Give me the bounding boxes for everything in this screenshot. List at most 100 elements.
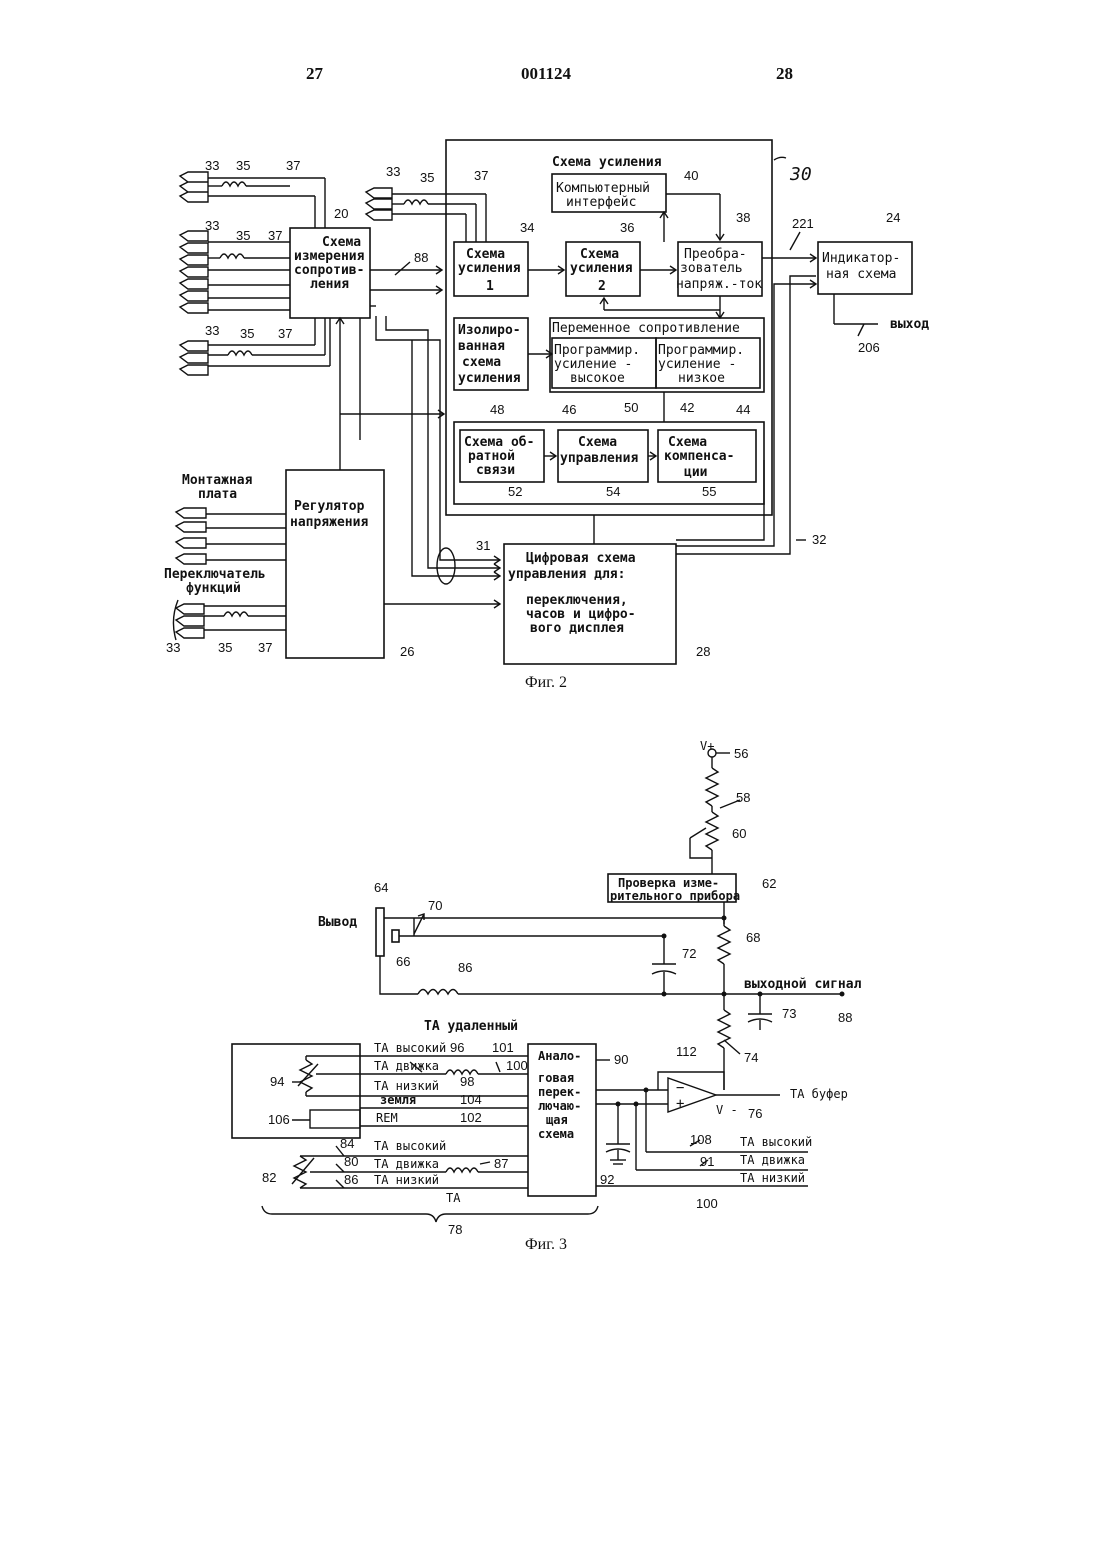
line-ta-low-out: ТА низкий (740, 1171, 805, 1185)
line-rem: REM (376, 1111, 398, 1125)
feedback-line-2: ратной (468, 449, 515, 464)
resistance-measure-line-2: измерения (294, 249, 365, 264)
ref-72: 72 (682, 946, 696, 961)
ref-78: 78 (448, 1222, 462, 1237)
analog-switch-line-5: щая (546, 1113, 568, 1127)
converter-line-2: зователь (680, 261, 743, 276)
ref-20: 20 (334, 206, 348, 221)
ref-90: 90 (614, 1052, 628, 1067)
prog-high-line-2: усиление - (554, 357, 632, 372)
ref-31: 31 (476, 538, 490, 553)
isolated-amp-line-3: схема (462, 355, 501, 370)
analog-switch-line-4: лючаю- (538, 1099, 581, 1113)
ref-91: 91 (700, 1154, 714, 1169)
ref-54: 54 (606, 484, 620, 499)
ref-24: 24 (886, 210, 900, 225)
control-line-1: Схема (578, 435, 617, 450)
remote-sensor-box (232, 1044, 360, 1138)
ref-70: 70 (428, 898, 442, 913)
line-ta-low-remote: ТА низкий (374, 1079, 439, 1093)
ref-35: 35 (420, 170, 434, 185)
ref-48: 48 (490, 402, 504, 417)
analog-switch-line-2: говая (538, 1071, 574, 1085)
ref-58: 58 (736, 790, 750, 805)
ref-44: 44 (736, 402, 750, 417)
ref-37: 37 (268, 228, 282, 243)
ref-74: 74 (744, 1050, 758, 1065)
ref-28: 28 (696, 644, 710, 659)
ref-35: 35 (240, 326, 254, 341)
vminus-label: V - (716, 1103, 738, 1117)
ref-30-leader (774, 157, 786, 160)
ref-94: 94 (270, 1074, 284, 1089)
voltage-regulator-line-2: напряжения (290, 515, 368, 530)
resistance-outputs (370, 262, 442, 294)
ref-30: 30 (789, 164, 812, 185)
output-label: выход (890, 317, 929, 332)
ref-76: 76 (748, 1106, 762, 1121)
line-ta-low-local: ТА низкий (374, 1173, 439, 1187)
supply-chain-wires (690, 749, 740, 874)
converter-line-3: напряж.-ток (676, 277, 762, 292)
ref-62: 62 (762, 876, 776, 891)
ref-33: 33 (386, 164, 400, 179)
variable-resistance-title: Переменное сопротивление (552, 321, 740, 336)
line-ground: земля (380, 1093, 416, 1107)
amp1-line-3: 1 (486, 279, 494, 294)
amp2-line-3: 2 (598, 279, 606, 294)
ref-55: 55 (702, 484, 716, 499)
meter-check-line-1: Проверка изме- (618, 876, 719, 890)
ta-buffer-label: ТА буфер (790, 1087, 848, 1101)
ref-87: 87 (494, 1156, 508, 1171)
ref-88: 88 (838, 1010, 852, 1025)
feedback-line-3: связи (476, 463, 515, 478)
output-pin-label: Вывод (318, 915, 357, 930)
indicator-line-1: Индикатор- (822, 251, 900, 266)
prog-high-line-1: Программир. (554, 343, 640, 358)
ref-36: 36 (620, 220, 634, 235)
ref-38: 38 (736, 210, 750, 225)
ta-remote-label: ТА удаленный (424, 1019, 518, 1034)
amplification-block-title: Схема усиления (552, 155, 662, 170)
amp1-line-2: усиления (458, 261, 521, 276)
ref-98: 98 (460, 1074, 474, 1089)
ref-88: 88 (414, 250, 428, 265)
ref-108: 108 (690, 1132, 712, 1147)
ref-100: 100 (696, 1196, 718, 1211)
ref-33: 33 (166, 640, 180, 655)
resistance-measure-line-3: сопротив- (294, 263, 364, 278)
converter-line-1: Преобра- (684, 247, 747, 262)
amp1-line-1: Схема (466, 247, 505, 262)
ref-50: 50 (624, 400, 638, 415)
resistance-measure-line-1: Схема (322, 235, 361, 250)
mounting-board-line-1: Монтажная (182, 473, 253, 488)
ref-35: 35 (236, 228, 250, 243)
mounting-board-line-2: плата (198, 487, 237, 502)
ref-82: 82 (262, 1170, 276, 1185)
mounting-board-connectors (176, 508, 286, 564)
ref-35: 35 (218, 640, 232, 655)
ref-56: 56 (734, 746, 748, 761)
isolated-amp-line-2: ванная (458, 339, 505, 354)
prog-low-line-3: низкое (678, 371, 725, 386)
figure-3-caption: Фиг. 3 (525, 1236, 567, 1254)
ref-68: 68 (746, 930, 760, 945)
ref-37: 37 (258, 640, 272, 655)
line-ta-high-out: ТА высокий (740, 1135, 812, 1149)
digital-control-line-5: вого дисплея (530, 621, 624, 636)
computer-interface-line-1: Компьютерный (556, 181, 650, 196)
ref-33: 33 (205, 218, 219, 233)
digital-control-line-1: Цифровая схема (526, 551, 636, 566)
line-ta-high-remote: ТА высокий (374, 1041, 446, 1055)
compensation-line-3: ции (684, 465, 707, 480)
ref-221: 221 (792, 216, 814, 231)
ref-26: 26 (400, 644, 414, 659)
ref-102: 102 (460, 1110, 482, 1125)
bus-31-ellipse (437, 548, 455, 584)
ref-52: 52 (508, 484, 522, 499)
ref-42: 42 (680, 400, 694, 415)
ref-37: 37 (278, 326, 292, 341)
amp2-line-1: Схема (580, 247, 619, 262)
ref-32: 32 (812, 532, 826, 547)
